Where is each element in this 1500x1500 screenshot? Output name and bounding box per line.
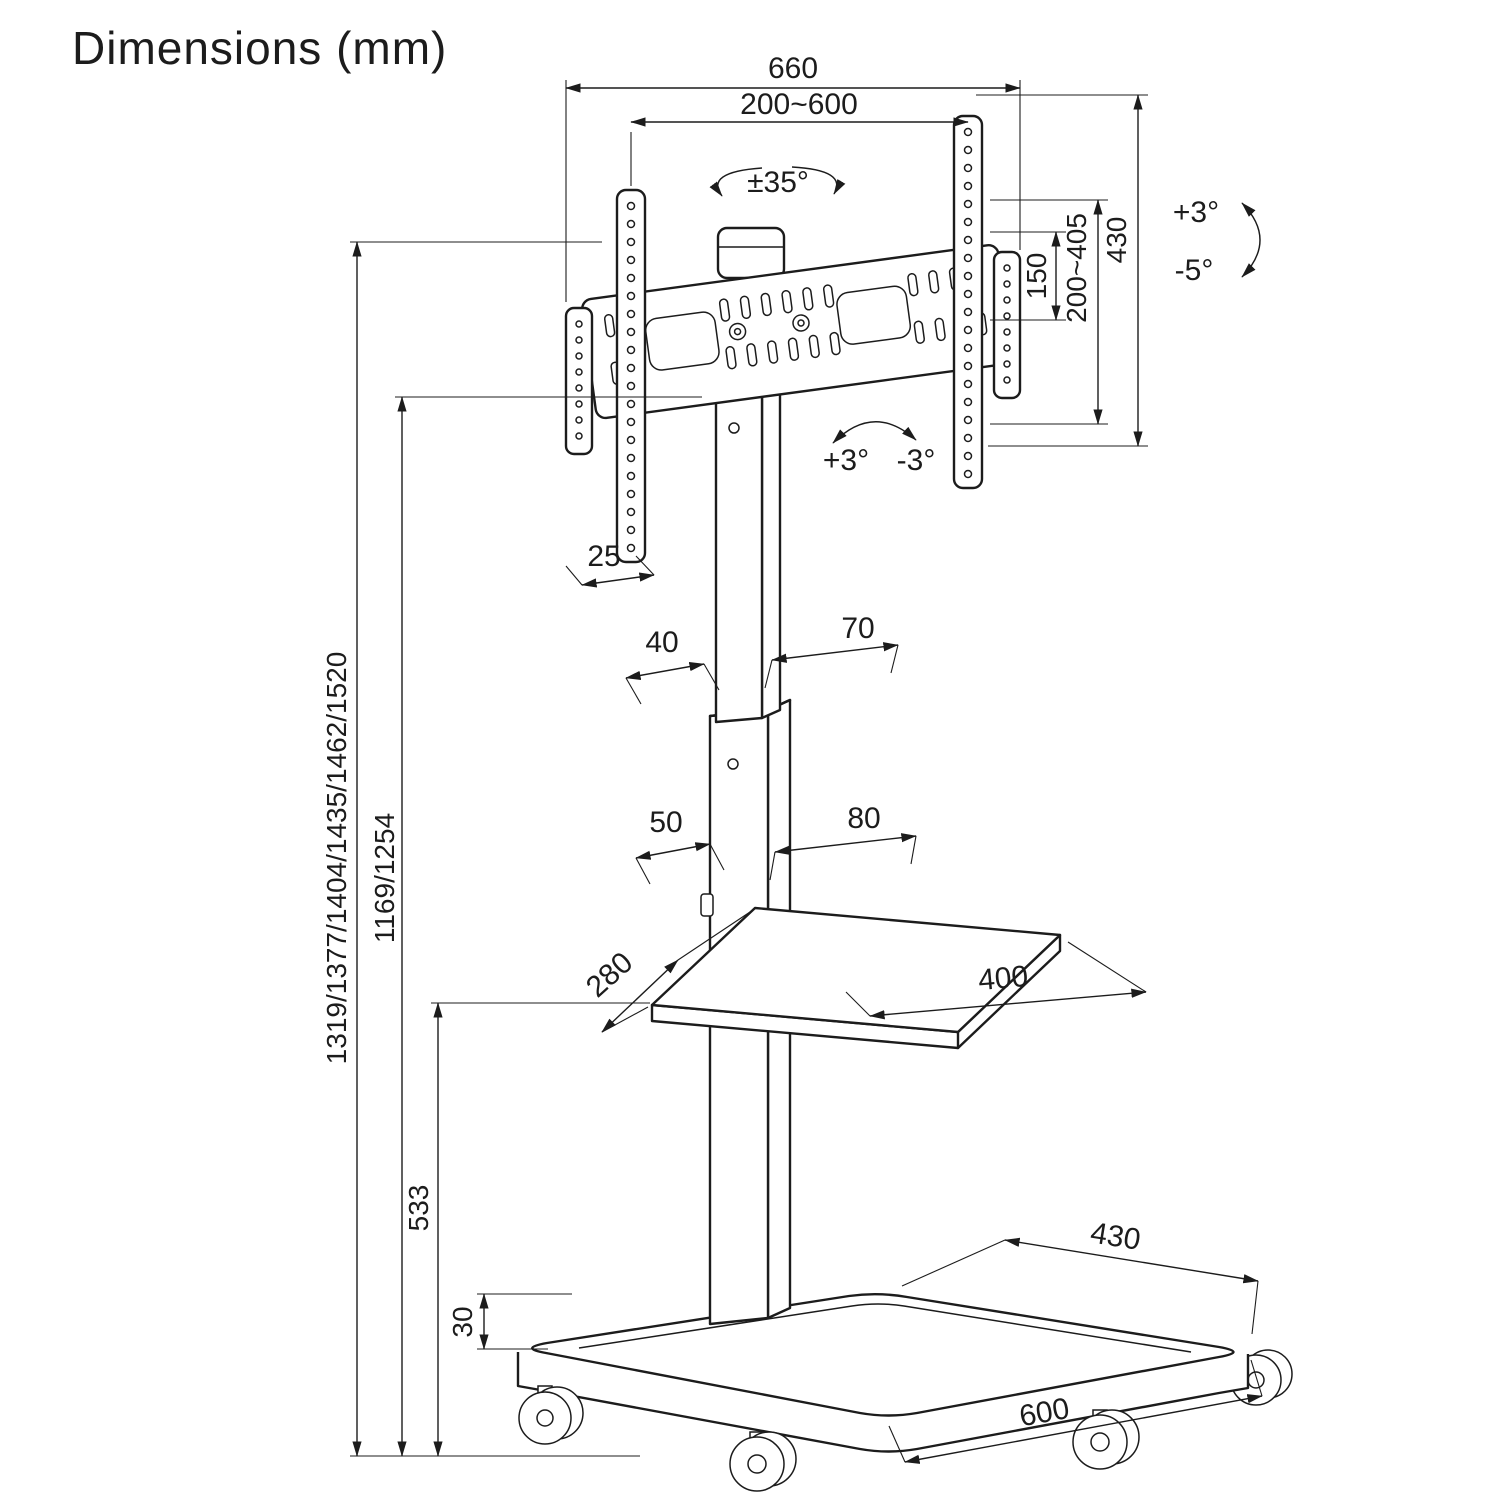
upper-column-width-label: 70: [841, 612, 874, 645]
tilt-arrow: [1241, 202, 1261, 278]
vesa-strip-left: [615, 188, 647, 564]
lower-column-width-label: 80: [847, 802, 880, 835]
caster-left: [518, 1385, 584, 1445]
base-platform: [516, 1293, 1250, 1453]
dim-column-height: [395, 396, 702, 1457]
rail-end-plate-left: [564, 306, 594, 456]
level-adjust-plus-label: +3°: [823, 444, 869, 477]
bracket-depth-label: 25: [587, 540, 620, 573]
shelf-height-label: 533: [403, 1185, 434, 1232]
upper-column-depth-label: 40: [645, 626, 678, 659]
dim-base-depth-430: [901, 1237, 1259, 1335]
dim-lower-column-80: [769, 833, 917, 881]
level-adjust-arrow: [832, 421, 917, 444]
dim-bracket-width-660: [565, 80, 1021, 302]
base-depth-label: 430: [1088, 1216, 1143, 1256]
lower-column-depth-label: 50: [649, 806, 682, 839]
shelf-depth-label: 280: [580, 946, 639, 1004]
dim-upper-column-40: [625, 662, 720, 705]
tilt-up-label: +3°: [1173, 196, 1219, 229]
level-adjust-minus-label: -3°: [897, 444, 936, 477]
dim-vesa-width-200-600: [630, 117, 969, 186]
vesa-strip-right: [952, 114, 984, 490]
bracket-clamp: [716, 226, 786, 280]
rail-end-plate-right: [992, 250, 1022, 400]
dim-base-width-600: [888, 1359, 1263, 1464]
base-thickness-label: 30: [447, 1306, 478, 1337]
vesa-height-label: 150: [1021, 253, 1052, 300]
dim-base-thickness-30: [477, 1293, 572, 1350]
shelf-width-label: 400: [977, 960, 1030, 997]
swivel-range-label: ±35°: [747, 166, 809, 199]
dim-bracket-height-430: [976, 94, 1148, 447]
swivel-arrow: [709, 166, 846, 197]
caster-front: [729, 1431, 797, 1492]
column-height-options-label: 1169/1254: [369, 813, 400, 943]
total-height-options-label: 1319/1377/1404/1435/1462/1520: [321, 652, 352, 1065]
vesa-width-range-label: 200~600: [740, 88, 858, 121]
page-title: Dimensions (mm): [72, 22, 447, 74]
dim-shelf-width-400: [845, 941, 1147, 1020]
dim-vesa-height-range-200-405: [990, 199, 1108, 425]
tilt-down-label: -5°: [1175, 254, 1214, 287]
dim-bracket-depth-25: [565, 555, 655, 588]
dim-shelf-depth-280: [601, 911, 751, 1033]
vesa-height-range-label: 200~405: [1061, 213, 1092, 323]
bracket-width-label: 660: [768, 52, 818, 85]
column-upper: [714, 383, 782, 724]
dim-lower-column-50: [635, 842, 725, 885]
bracket-height-label: 430: [1101, 217, 1132, 264]
dim-upper-column-70: [764, 642, 899, 689]
dim-vesa-height-150: [990, 231, 1066, 321]
